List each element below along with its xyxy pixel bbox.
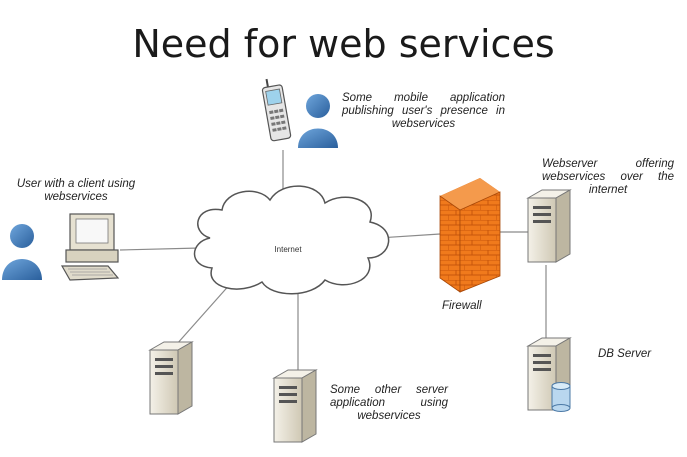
link-client-internet	[119, 247, 201, 251]
other-server-label-line: application using	[330, 397, 448, 409]
mobile-phone-icon	[261, 78, 292, 142]
mobile-user-icon	[298, 94, 338, 148]
other-server-label-line: Some other server	[330, 384, 448, 396]
client-computer-icon	[60, 213, 120, 281]
webserver-icon	[526, 189, 572, 263]
webserver-label-line: internet	[588, 184, 628, 196]
internet-label: Internet	[274, 245, 302, 254]
client-user-label: User with a client using webservices	[6, 178, 146, 204]
mobile-app-label-line: Some mobile application	[342, 92, 505, 104]
internet-cloud	[193, 185, 390, 295]
webserver-label-line: webservices over the	[542, 171, 674, 183]
page-title: Need for web services	[132, 22, 555, 66]
database-cylinder-icon	[551, 382, 571, 412]
webserver-label-line: Webserver offering	[542, 158, 674, 170]
firewall-icon	[439, 178, 501, 293]
mobile-app-label-line: publishing user's presence in	[342, 105, 505, 117]
mobile-app-label-line: webservices	[391, 118, 456, 130]
firewall-label: Firewall	[442, 300, 482, 312]
client-user-label-line: webservices	[44, 191, 108, 203]
db-server-label: DB Server	[598, 348, 652, 360]
server-left-icon	[148, 341, 194, 415]
webserver-label: Webserver offering webservices over the …	[542, 158, 674, 197]
server-bottom-icon	[272, 369, 318, 443]
mobile-app-label: Some mobile application publishing user'…	[342, 92, 505, 131]
client-user-icon	[2, 224, 42, 280]
other-server-label: Some other server application using webs…	[330, 384, 448, 423]
other-server-label-line: webservices	[357, 410, 421, 422]
link-internet-server-left	[175, 281, 233, 346]
client-user-label-line: User with a client using	[16, 178, 136, 190]
